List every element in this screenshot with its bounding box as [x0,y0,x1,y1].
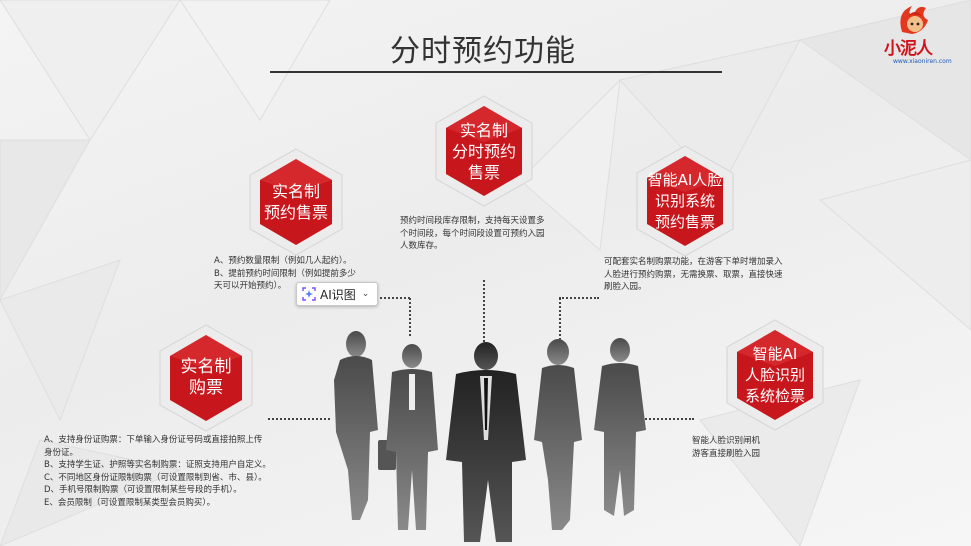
desc-face-booking: 可配套实名制购票功能，在游客下单时增加录入 人脸进行预约购票，无需换票、取票，直… [604,257,783,292]
connector-line [559,297,599,299]
connector-line [380,297,410,299]
hex-timeslot-sale [435,95,533,207]
business-people-silhouette [334,331,646,542]
connector-line [483,280,485,342]
hex-label-realname-booking: 实名制 预约售票 [263,182,328,222]
hex-label-realname-ticket: 实名制 购票 [180,357,232,398]
logo-wordmark: 小泥人 [884,39,933,59]
hex-label-face-booking: 智能AI人脸 识别系统 预约售票 [647,170,723,231]
ai-scan-icon [302,287,316,301]
mascot-icon [900,6,928,34]
ai-image-recognition-label: AI识图 [320,287,356,302]
hex-label-face-check: 智能AI 人脸识别 系统检票 [744,344,805,405]
logo-url: www.xiaoniren.com [893,58,952,65]
logo: 小泥人 www.xiaoniren.com [884,2,966,68]
ai-image-recognition-button[interactable]: AI识图 ⌄ [296,282,378,306]
connector-line [638,418,694,420]
desc-realname-booking: A、预约数量限制（例如几人起约）。 B、提前预约时间限制（例如提前多少 天可以开… [214,256,356,291]
connector-line [268,418,330,420]
page-title: 分时预约功能 [390,34,576,69]
hex-face-booking [636,145,734,257]
chevron-down-icon[interactable]: ⌄ [361,289,370,299]
connector-line [409,298,411,336]
connector-line [559,298,561,340]
title-underline [270,71,722,73]
hex-label-timeslot-sale: 实名制 分时预约 售票 [451,120,516,182]
hex-realname-ticket [159,324,253,432]
desc-face-check: 智能人脸识别闸机 游客直接刷脸入园 [692,436,761,459]
desc-timeslot-sale: 预约时间段库存限制，支持每天设置多 个时间段，每个时间段设置可预约入园 人数库存… [400,216,545,251]
desc-realname-ticket: A、支持身份证购票：下单输入身份证号码或直接拍照上传 身份证。 B、支持学生证、… [44,435,271,508]
hex-face-check [726,319,824,431]
hex-realname-booking [249,148,343,256]
